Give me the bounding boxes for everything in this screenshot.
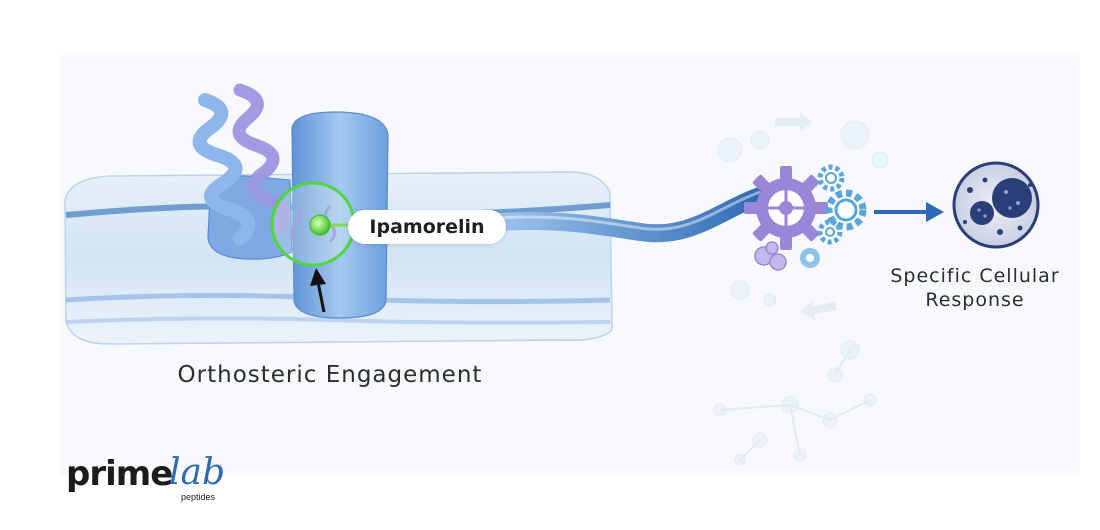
signal-ribbon xyxy=(491,187,769,243)
response-label-line1: Specific Cellular xyxy=(890,265,1060,287)
ligand-label: Ipamorelin xyxy=(348,210,506,244)
helix-purple xyxy=(232,83,291,233)
arrow-up-icon xyxy=(310,268,326,313)
gears-icon xyxy=(744,164,867,271)
brand-logo: prime lab peptides xyxy=(66,452,266,508)
logo-word-lab: lab xyxy=(169,452,226,493)
logo-word-prime: prime xyxy=(66,454,173,494)
ligand-molecule xyxy=(309,214,331,236)
engagement-label: Orthosteric Engagement xyxy=(177,362,483,388)
arrow-right-icon xyxy=(874,202,944,222)
response-label-line2: Response xyxy=(925,289,1025,311)
logo-subtitle: peptides xyxy=(181,492,216,502)
helix-blue xyxy=(192,93,256,245)
cell-icon xyxy=(952,161,1040,249)
background-arrows xyxy=(775,112,837,320)
binding-site xyxy=(270,181,356,267)
background-molecules xyxy=(713,120,889,466)
response-label: Specific Cellular Response xyxy=(860,264,1090,312)
